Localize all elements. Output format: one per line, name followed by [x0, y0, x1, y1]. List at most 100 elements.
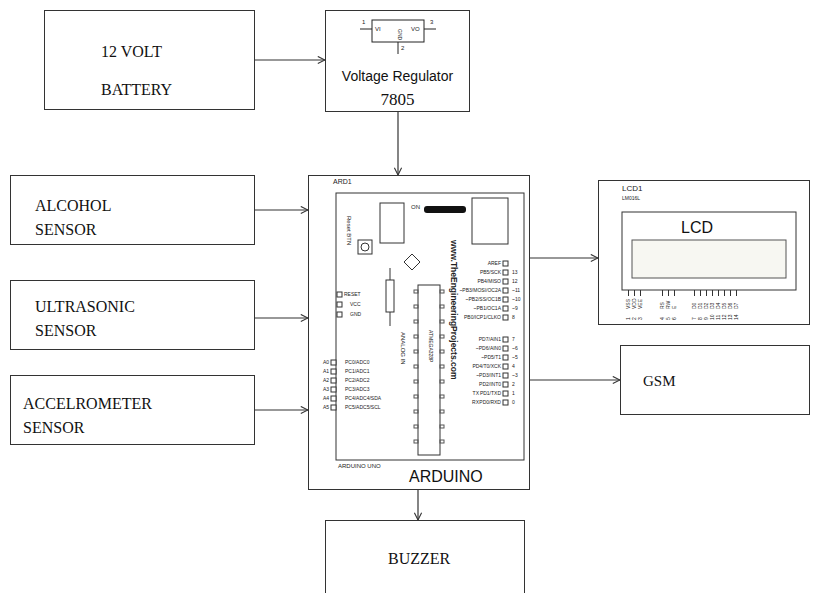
- pin-label: PB4/MISO: [477, 279, 501, 284]
- pin-label: D7: [734, 303, 739, 309]
- pin-label: ~3: [512, 373, 518, 378]
- pin-label: 2: [401, 45, 404, 51]
- pin-label: RW: [666, 301, 671, 309]
- pin-label: 13: [728, 314, 733, 320]
- regulator-pin: [424, 29, 436, 30]
- regulator-pin: [360, 29, 372, 30]
- pin-label: A2: [323, 378, 329, 383]
- power-led: [424, 206, 466, 213]
- power-jack: [472, 198, 508, 244]
- pin-label: AREF: [488, 261, 501, 266]
- pin-label: LCD1: [622, 185, 642, 193]
- pin-label: ON: [411, 204, 420, 210]
- connector-arrow: [255, 209, 308, 210]
- pin-label: ANALOG IN: [400, 332, 406, 365]
- block-box: ARDUINO: [308, 175, 530, 490]
- regulator-symbol: [372, 20, 424, 42]
- pin-label: 0: [512, 400, 515, 405]
- pin-label: 9: [704, 317, 709, 320]
- pin-label: 3: [430, 19, 433, 25]
- chip-diamond: [404, 254, 420, 270]
- pin-label: 4: [512, 364, 515, 369]
- block-label: ACCELROMETER SENSOR: [23, 392, 193, 440]
- pin-label: A1: [323, 369, 329, 374]
- block-label: ALCOHOL SENSOR: [35, 194, 145, 242]
- block-box: Voltage Regulator7805: [325, 10, 470, 112]
- regulator-pin: [398, 42, 399, 54]
- pin-label: RS: [660, 302, 665, 309]
- pin-label: ~PB2/SS/OC1B: [466, 297, 501, 302]
- pin-label: 2: [512, 382, 515, 387]
- connector-arrow: [255, 59, 325, 60]
- microcontroller-chip: [418, 285, 440, 455]
- pin-label: RESET: [344, 292, 361, 297]
- pin-label: PD2/INT0: [479, 382, 501, 387]
- connector-arrow: [255, 317, 308, 318]
- block-box: 12 VOLT BATTERY: [44, 10, 255, 110]
- pin-label: ~10: [512, 297, 520, 302]
- pin-label: 11: [716, 315, 721, 320]
- pin-label: ARD1: [333, 178, 352, 185]
- block-box: BUZZER: [325, 520, 525, 593]
- arduino-board: [336, 193, 524, 460]
- block-label: ULTRASONIC SENSOR: [35, 295, 165, 343]
- pin-label: 3: [638, 317, 643, 320]
- pin-label: 7: [692, 317, 697, 320]
- pin-label: PC5/ADC5/SCL: [345, 405, 381, 410]
- pin-label: PD1/TXD: [480, 391, 501, 396]
- block-label: BUZZER: [388, 549, 450, 569]
- pin-label: PD7/AIN1: [479, 337, 501, 342]
- pin-label: D6: [728, 303, 733, 309]
- pin-label: ~9: [512, 306, 518, 311]
- connector-arrow: [530, 379, 620, 380]
- usb-port: [380, 203, 404, 243]
- pin-label: PC2/ADC2: [345, 378, 369, 383]
- pin-label: ~PD5/T1: [481, 355, 501, 360]
- connector-arrow: [255, 409, 308, 410]
- pin-label: Reset BTN: [346, 216, 352, 245]
- pin-label: 12: [512, 279, 518, 284]
- pin-label: D5: [722, 303, 727, 309]
- pin-label: D2: [704, 303, 709, 309]
- pin-label: A4: [323, 396, 329, 401]
- block-box: GSM: [620, 345, 810, 415]
- pin-label: ~PD3/INT1: [476, 373, 501, 378]
- block-box: ACCELROMETER SENSOR: [10, 375, 255, 445]
- block-label: Voltage Regulator: [326, 68, 469, 85]
- pin-label: D3: [710, 303, 715, 309]
- block-label: ARDUINO: [409, 468, 483, 486]
- pin-label: A0: [323, 360, 329, 365]
- pin-label: PD4/T0/XCK: [472, 364, 501, 369]
- connector-arrow: [530, 257, 598, 258]
- pin-label: VO: [411, 26, 420, 32]
- pin-label: A5: [323, 405, 329, 410]
- pin-label: TX: [473, 391, 479, 396]
- pin-label: D1: [698, 303, 703, 309]
- connector-arrow: [417, 490, 418, 520]
- chip-pins: [414, 290, 444, 443]
- pin-label: 10: [710, 314, 715, 320]
- connector-arrow: [397, 112, 398, 175]
- pin-label: E: [672, 306, 677, 309]
- pin-label: www.TheEngineeringProjects.com: [450, 240, 459, 380]
- pin-label: ~PB3/MOSI/OC2A: [459, 288, 501, 293]
- pin-label: PC0/ADC0: [345, 360, 369, 365]
- pin-label: 1: [362, 19, 365, 25]
- block-box: ULTRASONIC SENSOR: [10, 280, 255, 350]
- lcd-frame: [622, 212, 796, 290]
- pin-label: 8: [698, 317, 703, 320]
- pin-label: ATMEGA328P: [428, 330, 433, 362]
- pin-label: 1: [626, 317, 631, 320]
- pin-label: VEE: [638, 299, 643, 309]
- reset-button: [361, 243, 369, 251]
- pin-label: D0: [692, 303, 697, 309]
- pin-label: VSS: [626, 299, 631, 309]
- pin-label: 12: [722, 314, 727, 320]
- pin-label: ~11: [512, 288, 520, 293]
- pin-label: LM016L: [622, 196, 640, 201]
- pin-label: PC1/ADC1: [345, 369, 369, 374]
- pin-label: D4: [716, 303, 721, 309]
- pin-label: A3: [323, 387, 329, 392]
